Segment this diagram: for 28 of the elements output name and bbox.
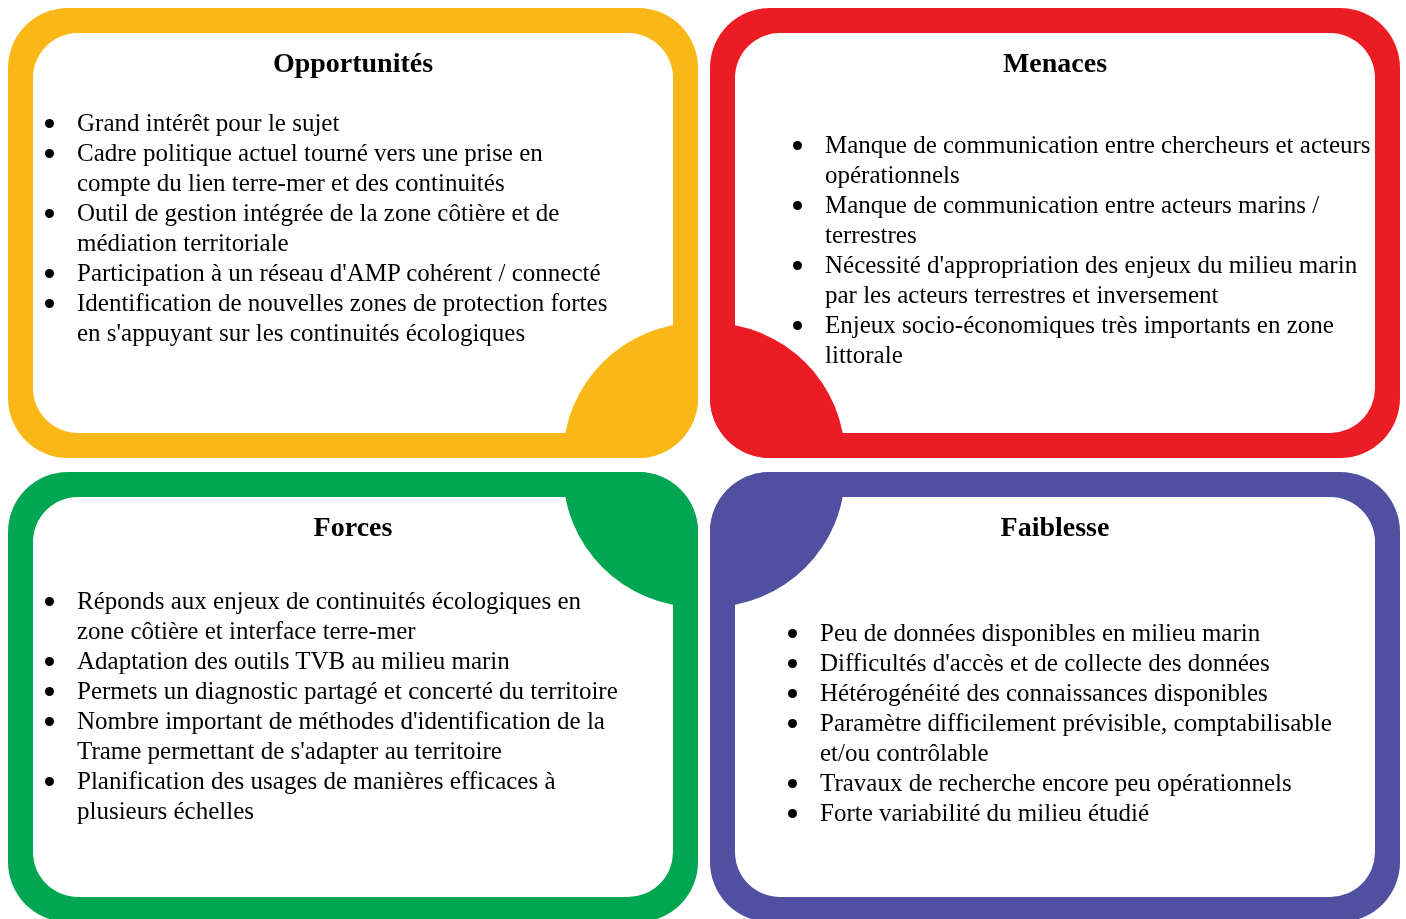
card-heading: Menaces — [1002, 46, 1108, 80]
quadrant-card — [8, 472, 698, 919]
bullet-item: Cadre politique actuel tourné vers une prise en compte du lien terre-mer et des continuités — [77, 138, 544, 198]
bullet-item: Hétérogénéité des connaissances disponibles — [820, 678, 1268, 708]
bullet-item: Permets un diagnostic partagé et concerté du territoire — [77, 676, 618, 706]
bullet-item: Adaptation des outils TVB au milieu marin — [77, 646, 510, 676]
bullet-item: Participation à un réseau d'AMP cohérent / connecté — [77, 258, 601, 288]
bullet-item: Forte variabilité du milieu étudié — [820, 798, 1150, 828]
quadrant-card — [710, 8, 1400, 458]
bullet-item: Nécessité d'appropriation des enjeux du milieu marin par les acteurs terrestres et inversement — [825, 250, 1359, 310]
bullet-item: Manque de communication entre chercheurs et acteurs opérationnels — [825, 130, 1372, 190]
bullet-item: Difficultés d'accès et de collecte des données — [820, 648, 1270, 678]
bullet-item: Planification des usages de manières efficaces à plusieurs échelles — [77, 766, 557, 826]
quadrant-card — [710, 472, 1400, 919]
bullet-item: Peu de données disponibles en milieu marin — [820, 618, 1261, 648]
card-heading: Opportunités — [272, 46, 434, 80]
bullet-item: Identification de nouvelles zones de protection fortes en s'appuyant sur les continuités écologiques — [77, 288, 609, 348]
bullet-item: Enjeux socio-économiques très importants en zone littorale — [825, 310, 1335, 370]
bullet-item: Paramètre difficilement prévisible, comptabilisable et/ou contrôlable — [820, 708, 1333, 768]
bullet-item: Manque de communication entre acteurs marins / terrestres — [825, 190, 1321, 250]
bullet-item: Grand intérêt pour le sujet — [77, 108, 340, 138]
card-heading: Forces — [313, 510, 393, 544]
bullet-item: Nombre important de méthodes d'identification de la Trame permettant de s'adapter au territoire — [77, 706, 606, 766]
quadrant-card — [8, 8, 698, 458]
card-heading: Faiblesse — [1000, 510, 1110, 544]
bullet-item: Outil de gestion intégrée de la zone côtière et de médiation territoriale — [77, 198, 561, 258]
bullet-item: Réponds aux enjeux de continuités écologiques en zone côtière et interface terre-mer — [77, 586, 583, 646]
bullet-item: Travaux de recherche encore peu opérationnels — [820, 768, 1292, 798]
